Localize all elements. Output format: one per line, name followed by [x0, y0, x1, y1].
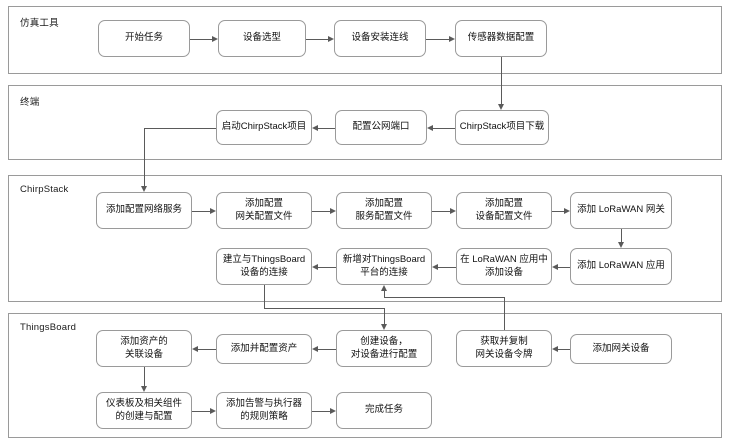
edge-n8-n9 [192, 211, 210, 212]
flow-node-n14[interactable]: 新增对ThingsBoard 平台的连接 [336, 248, 432, 285]
flow-node-n6[interactable]: 配置公网端口 [335, 110, 427, 145]
edge-n3-n4-head [449, 35, 455, 42]
edge-n20-n14-h [384, 297, 504, 298]
edge-n15-n14-head [432, 263, 438, 270]
flow-node-n7[interactable]: ChirpStack项目下载 [455, 110, 549, 145]
edge-n10-n11 [432, 211, 450, 212]
flow-node-n19[interactable]: 创建设备， 对设备进行配置 [336, 330, 432, 367]
edge-n16-n15 [558, 267, 570, 268]
edge-n18-n17-head [192, 345, 198, 352]
swimlane-label-tb: ThingsBoard [20, 322, 77, 333]
flow-node-n16[interactable]: 添加 LoRaWAN 应用 [570, 248, 672, 285]
edge-n14-n13 [318, 267, 336, 268]
edge-n11-n12-head [564, 207, 570, 214]
edge-n8-n9-head [210, 207, 216, 214]
swimlane-label-cs: ChirpStack [20, 184, 69, 195]
swimlane-label-sim: 仿真工具 [20, 18, 59, 29]
edge-n6-n5 [318, 128, 335, 129]
flow-node-n1[interactable]: 开始任务 [98, 20, 190, 57]
flow-node-n10[interactable]: 添加配置 服务配置文件 [336, 192, 432, 229]
flow-node-n17[interactable]: 添加资产的 关联设备 [96, 330, 192, 367]
edge-n7-n6-head [427, 124, 433, 131]
flow-node-n2[interactable]: 设备选型 [218, 20, 306, 57]
edge-n9-n10 [312, 211, 330, 212]
edge-n21-n20 [558, 349, 570, 350]
edge-n10-n11-head [450, 207, 456, 214]
edge-n19-n18-head [312, 345, 318, 352]
edge-n7-n6 [433, 128, 455, 129]
flow-node-n23[interactable]: 添加告警与执行器 的规则策略 [216, 392, 312, 429]
flow-node-n15[interactable]: 在 LoRaWAN 应用中 添加设备 [456, 248, 552, 285]
flow-node-n5[interactable]: 启动ChirpStack项目 [216, 110, 312, 145]
edge-n4-n7-head [497, 104, 504, 110]
edge-n1-n2-head [212, 35, 218, 42]
edge-n23-n24 [312, 411, 330, 412]
edge-n17-n22-head [140, 386, 147, 392]
flow-node-n4[interactable]: 传感器数据配置 [455, 20, 547, 57]
edge-n16-n15-head [552, 263, 558, 270]
flow-node-n22[interactable]: 仪表板及相关组件 的创建与配置 [96, 392, 192, 429]
flow-node-n12[interactable]: 添加 LoRaWAN 网关 [570, 192, 672, 229]
edge-n12-n16 [621, 229, 622, 242]
edge-n19-n18 [318, 349, 336, 350]
edge-n17-n22 [144, 367, 145, 386]
flow-node-n13[interactable]: 建立与ThingsBoard 设备的连接 [216, 248, 312, 285]
edge-n14-n13-head [312, 263, 318, 270]
edge-n12-n16-head [617, 242, 624, 248]
flow-node-n11[interactable]: 添加配置 设备配置文件 [456, 192, 552, 229]
edge-n18-n17 [198, 349, 216, 350]
edge-n15-n14 [438, 267, 456, 268]
edge-n13-n19-v2 [384, 308, 385, 324]
flow-node-n3[interactable]: 设备安装连线 [334, 20, 426, 57]
flow-node-n24[interactable]: 完成任务 [336, 392, 432, 429]
edge-n5-n8-h [144, 128, 216, 129]
flow-node-n21[interactable]: 添加网关设备 [570, 334, 672, 364]
flow-node-n8[interactable]: 添加配置网络服务 [96, 192, 192, 229]
edge-n9-n10-head [330, 207, 336, 214]
edge-n2-n3-head [328, 35, 334, 42]
edge-n11-n12 [552, 211, 564, 212]
edge-n13-n19-head [380, 324, 387, 330]
edge-n13-n19-v1 [264, 285, 265, 308]
edge-n22-n23 [192, 411, 210, 412]
edge-n20-n14-v1 [504, 297, 505, 330]
edge-n13-n19-h [264, 308, 384, 309]
edge-n2-n3 [306, 39, 328, 40]
edge-n20-n14-v2 [384, 291, 385, 297]
edge-n4-n7 [501, 57, 502, 104]
edge-n23-n24-head [330, 407, 336, 414]
edge-n21-n20-head [552, 345, 558, 352]
edge-n6-n5-head [312, 124, 318, 131]
edge-n22-n23-head [210, 407, 216, 414]
flow-node-n9[interactable]: 添加配置 网关配置文件 [216, 192, 312, 229]
swimlane-label-term: 终端 [20, 97, 40, 108]
edge-n3-n4 [426, 39, 449, 40]
flow-node-n18[interactable]: 添加并配置资产 [216, 334, 312, 364]
edge-n20-n14-head [380, 285, 387, 291]
edge-n1-n2 [190, 39, 212, 40]
edge-n5-n8-head [140, 186, 147, 192]
flow-node-n20[interactable]: 获取并复制 网关设备令牌 [456, 330, 552, 367]
edge-n5-n8-v [144, 128, 145, 186]
